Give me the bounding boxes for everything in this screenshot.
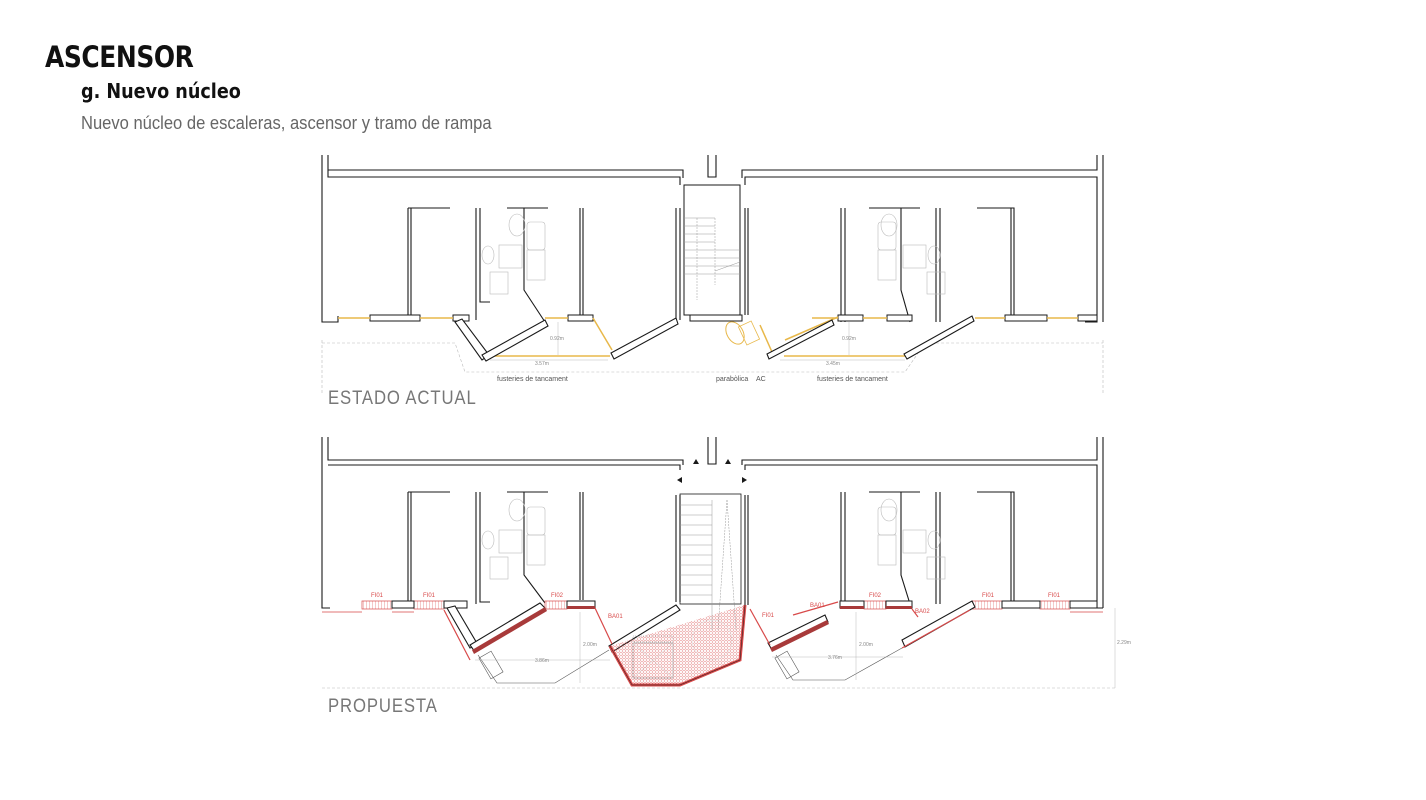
left-depth-dimension: 0.92m	[550, 336, 564, 342]
right-bay-width-dimension: 3.76m	[828, 655, 842, 661]
tag-left-fi01-a: FI01	[371, 593, 384, 599]
tag-left-fi01-b: FI01	[423, 593, 436, 599]
section-description: Nuevo núcleo de escaleras, ascensor y tr…	[81, 113, 492, 133]
left-width-dimension: 3.57m	[535, 361, 549, 367]
left-closure-note: fusteries de tancament	[497, 376, 568, 383]
current-state-plan	[321, 155, 1104, 395]
left-bay-width-dimension: 3.86m	[535, 658, 549, 664]
section-subtitle: g. Nuevo núcleo	[81, 79, 241, 103]
tag-right-fi02: FI02	[869, 593, 882, 599]
proposal-label: PROPUESTA	[328, 696, 438, 717]
tag-right-ba01: BA01	[810, 603, 825, 609]
right-width-dimension: 3.45m	[826, 361, 840, 367]
ac-unit-note: AC	[756, 376, 766, 383]
right-closure-note: fusteries de tancament	[817, 376, 888, 383]
tag-right-fi01-a: FI01	[982, 593, 995, 599]
right-depth-dimension: 0.92m	[842, 336, 856, 342]
tag-right-fi01-b: FI01	[1048, 593, 1061, 599]
satellite-dish-note: parabòlica	[716, 376, 749, 383]
tag-left-ba01: BA01	[608, 614, 623, 620]
tag-right-ba02: BA02	[915, 609, 930, 615]
left-bay-depth-dimension: 2.00m	[583, 642, 597, 648]
tag-left-fi02: FI02	[551, 593, 564, 599]
overall-depth-dimension: 2.29m	[1117, 640, 1131, 646]
proposal-plan	[321, 437, 1116, 689]
page-title: ASCENSOR	[45, 40, 194, 74]
tag-right-fi01-core: FI01	[762, 613, 775, 619]
current-state-label: ESTADO ACTUAL	[328, 388, 477, 409]
right-bay-depth-dimension: 2.00m	[859, 642, 873, 648]
